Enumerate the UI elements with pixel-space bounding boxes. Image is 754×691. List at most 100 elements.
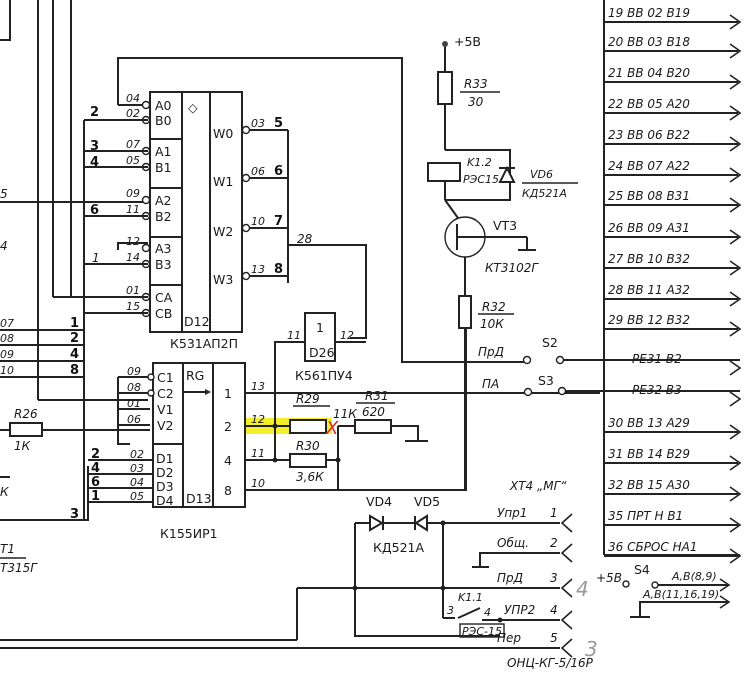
chip-d26 [304,312,336,362]
r29-value: 11К [333,407,357,421]
d13-data-d4: D4 [156,493,174,508]
k12-name: K1.2 [467,156,492,169]
left-bus-num: 1 [70,316,79,331]
d12-input-b3: B3 [155,257,172,272]
d12-pin-a0: 04 [126,92,140,105]
d12-left-net-1: 1 [92,251,100,265]
d12-pin-bubble [141,100,151,110]
power-label: +5В [454,34,481,49]
connector-pin-label: Упр1 [497,506,527,520]
d26-type: К561ПУ4 [295,368,353,383]
d12-pin-ca: 01 [126,284,140,297]
d12-ref: D12 [184,314,210,329]
d12-out-net: 7 [274,214,283,229]
r32-name: R32 [482,300,506,314]
d13-ref: D13 [186,491,212,506]
output-row-label: 27 ВВ 10 В32 [608,252,690,266]
vt3-type: КТ3102Г [485,261,539,275]
vd4-name: VD4 [366,494,392,509]
d13-data-pin: 02 [130,448,144,461]
d13-ctrl-v1: V1 [157,402,174,417]
output-row-label: 29 ВВ 12 В32 [608,313,690,327]
d13-type: К155ИР1 [160,526,218,541]
d12-input-cb: CB [155,306,172,321]
d13-data-pin: 05 [130,490,144,503]
r26-name: R26 [14,407,38,421]
d13-ctrl-v2: V2 [157,418,174,433]
output-row-label: 26 ВВ 09 А31 [608,221,690,235]
r31-value: 620 [362,405,385,419]
connector-pin-label: Пер [497,631,521,645]
switch-s3-contact-b[interactable] [557,386,567,396]
d13-ctrl-pin: 01 [127,397,141,410]
vd5-name: VD5 [414,494,440,509]
d12-out-net: 8 [274,262,283,277]
output-row-label: 31 ВВ 14 В29 [608,447,690,461]
output-row-label: 20 ВВ 03 В18 [608,35,690,49]
r30-name: R30 [296,439,320,453]
d13-weight: 2 [224,419,232,434]
d12-pin-bubble [141,243,151,253]
d12-pin-b1: 05 [126,154,140,167]
left-bus-num: 8 [70,363,79,378]
d12-pin-b2: 11 [126,203,140,216]
d13-weight: 8 [224,483,232,498]
left-bus-net: 08 [0,332,14,345]
d12-out-bubble [241,223,251,233]
vd45-type: КД521А [373,540,424,555]
d12-out-bubble [241,271,251,281]
d12-out-net: 6 [274,164,283,179]
connector-pin-label: Общ. [497,536,529,550]
r29-name: R29 [296,392,320,406]
connector-name: ХТ4 „МГ“ [509,479,567,493]
switch-s4-contact-a[interactable] [622,580,630,588]
connector-pin-num: 5 [550,631,558,645]
d13-data-net: 1 [91,489,100,504]
d12-pin-b0: 02 [126,107,140,120]
d12-left-net-4: 4 [90,155,99,170]
resistor-r32 [458,295,472,329]
pencil-annotation-4: 4 [576,577,589,601]
resistor-r30 [289,453,327,468]
vt1-type: Т315Г [0,561,38,575]
left-bus-num: 2 [70,331,79,346]
d13-ctrl-bubble [147,389,155,397]
d12-pin-a3: 12 [126,235,140,248]
output-row-label: 36 СБРОС НА1 [608,540,697,554]
output-row-label: 23 ВВ 06 В22 [608,128,690,142]
vd6-name: VD6 [530,168,553,181]
d13-data-d1: D1 [156,451,174,466]
d13-ctrl-pin: 08 [127,381,141,394]
output-row-label: 22 ВВ 05 А20 [608,97,690,111]
d13-weight: 1 [224,386,232,401]
r33-name: R33 [464,77,488,91]
r30-value: 3,6К [296,470,324,484]
switch-s2-name: S2 [542,335,558,350]
switch-s3-label: ПА [482,377,499,391]
resistor-r33 [437,71,453,105]
connector-pin-num: 3 [550,571,558,585]
diode-vd4 [369,514,384,532]
d12-type: К531АП2П [170,336,238,351]
d12-output-w0: W0 [213,126,233,141]
d26-gate: 1 [316,320,324,335]
switch-s2-contact-b[interactable] [555,355,565,365]
switch-s3-contact-a[interactable] [523,387,533,397]
k11-pin-a: 3 [447,604,454,617]
d13-data-d2: D2 [156,465,174,480]
d13-rs: RG [186,368,204,383]
relay-driver [427,42,536,490]
d26-pin-in: 11 [287,329,301,342]
d12-left-net-2: 2 [90,105,99,120]
d12-pin-cb: 15 [126,300,140,313]
switch-s2-contact-a[interactable] [522,355,532,365]
d12-input-a0: A0 [155,98,172,113]
d12-input-a1: A1 [155,144,172,159]
output-row-label: 28 ВВ 11 А32 [608,283,690,297]
